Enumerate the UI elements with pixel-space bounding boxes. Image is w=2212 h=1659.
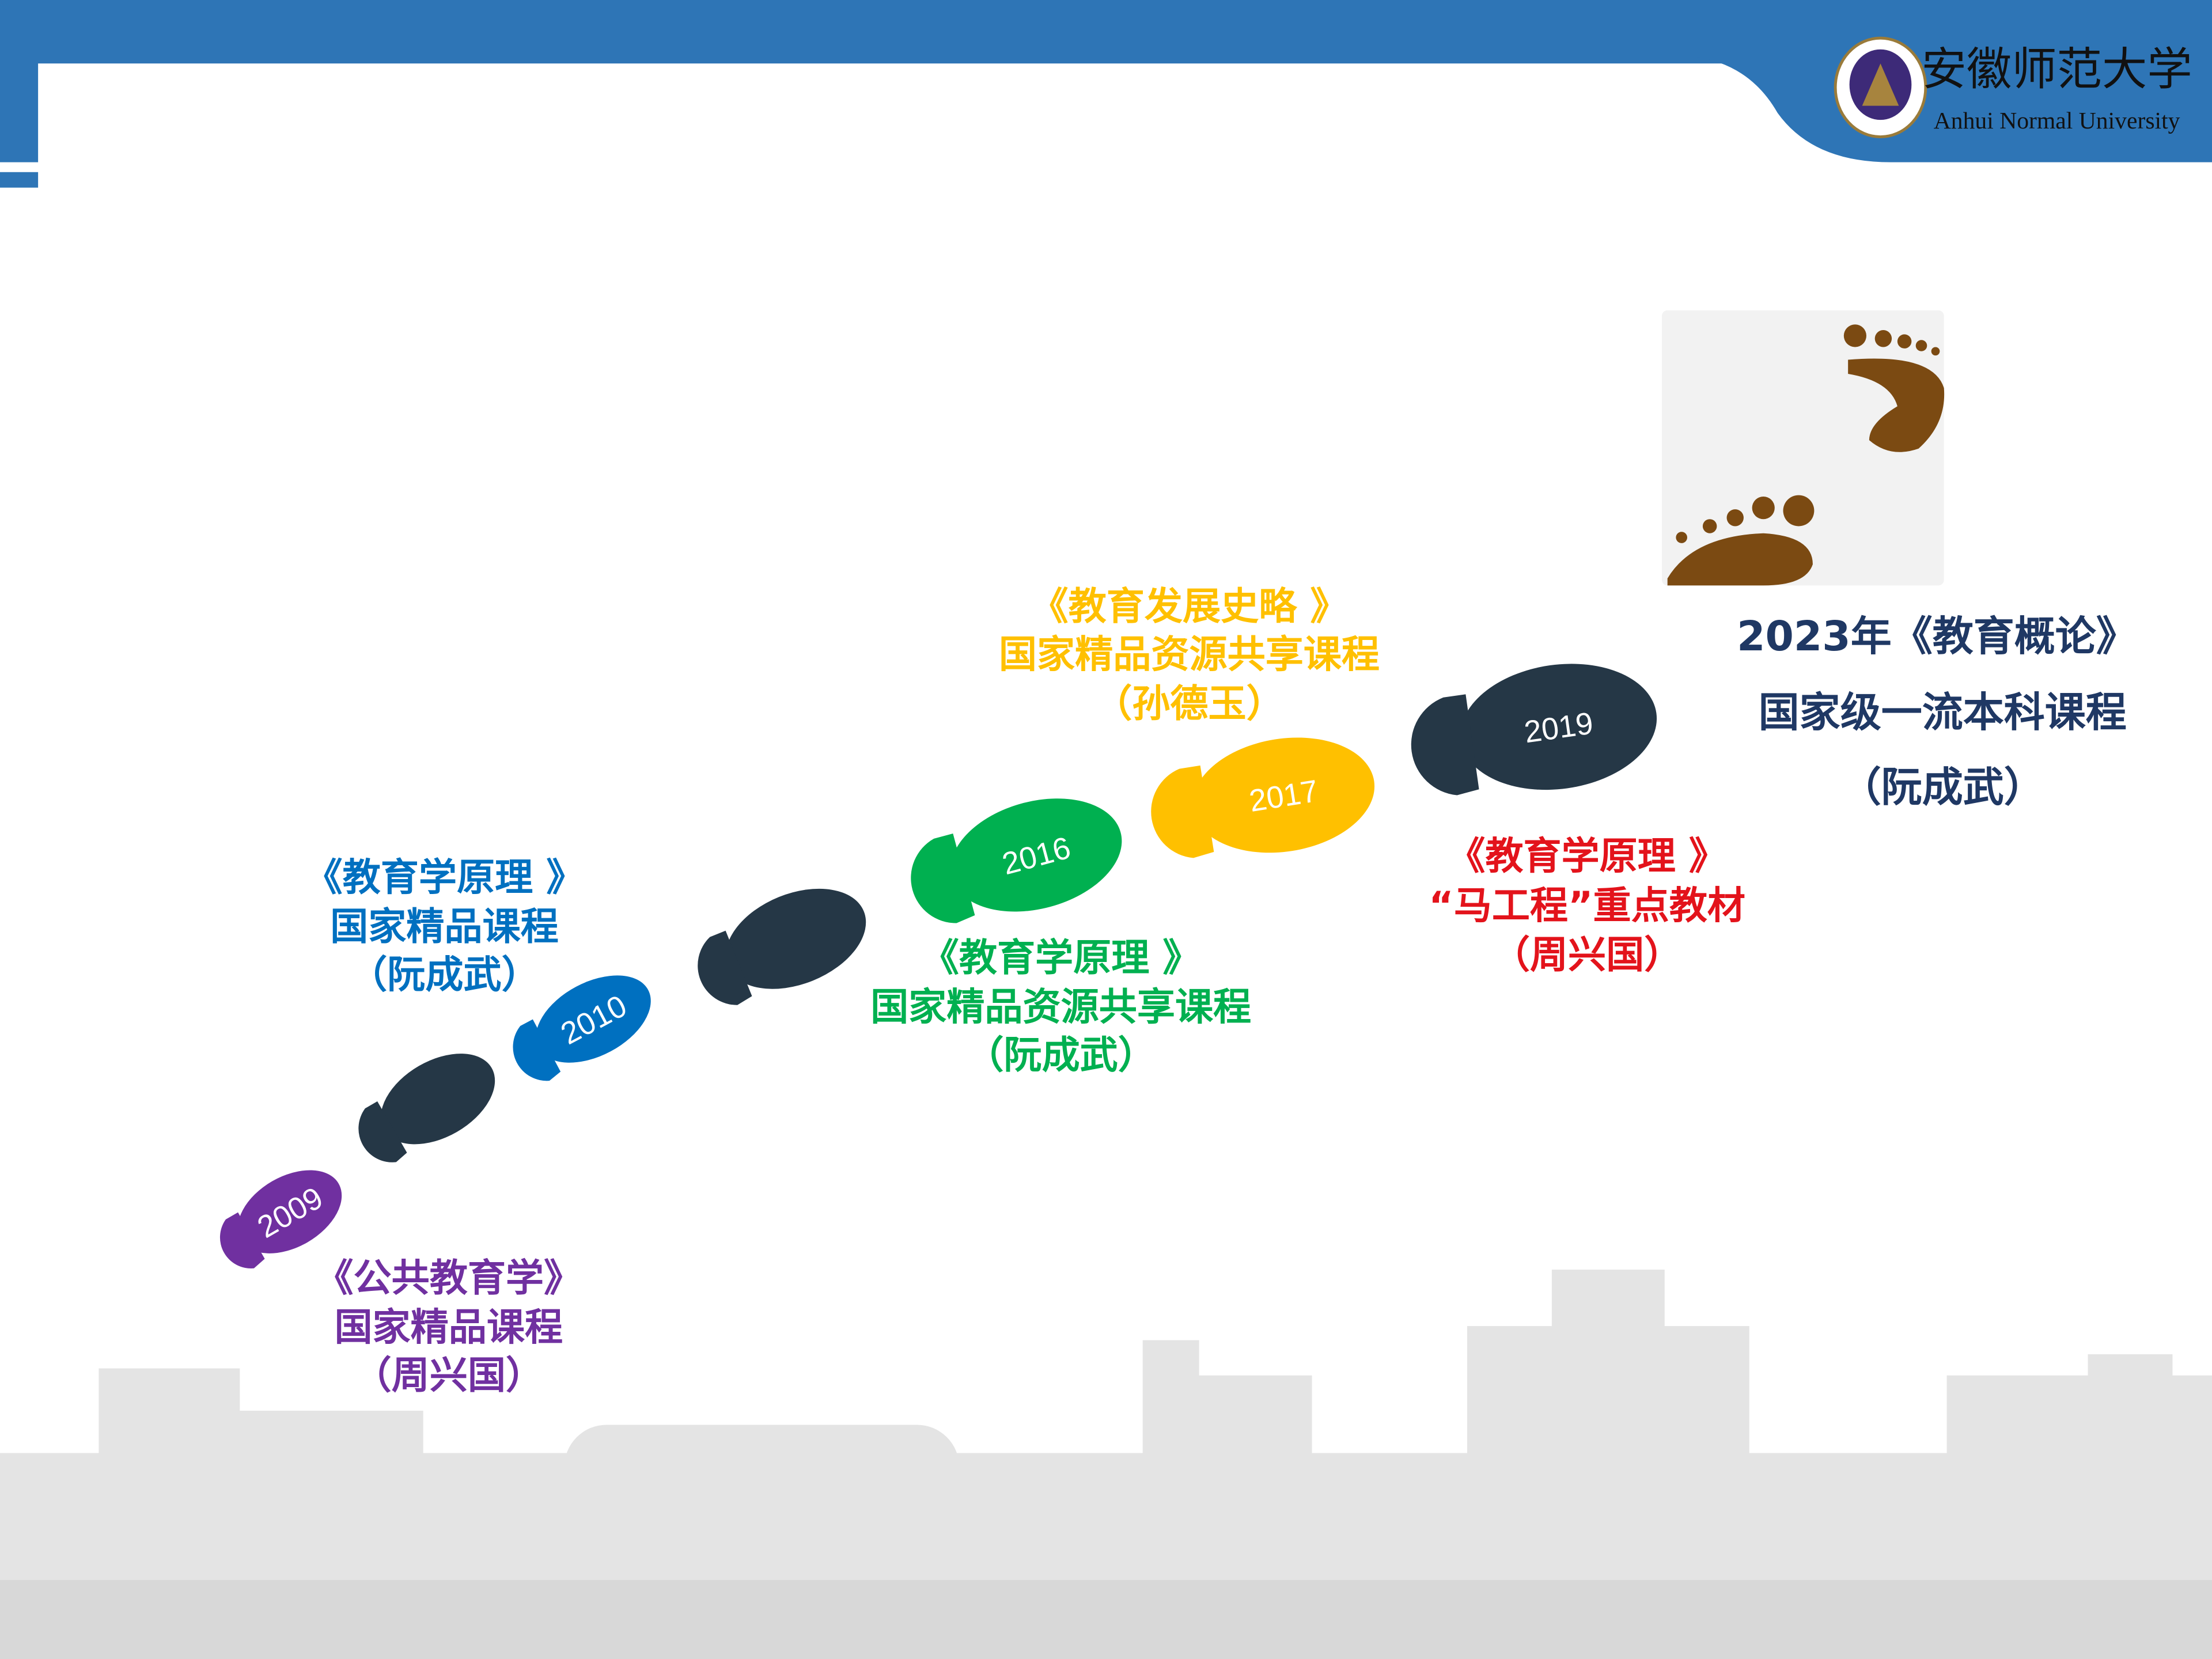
caption-2010: 《教育学原理 》 国家精品课程 （阮成武） [305,855,585,997]
footprint-2010: 2010 [513,975,651,1081]
seal-year: 1928 [1870,109,1891,119]
caption-title: 《教育发展史略 》 [1031,584,1349,628]
caption-author: （阮成武） [965,1033,1156,1077]
footprint-2019: 2019 [1411,664,1657,796]
caption-author: （阮成武） [349,952,540,997]
caption-2009: 《公共教育学》 国家精品课程 （周兴国） [315,1256,582,1397]
university-name-en: Anhui Normal University [1934,108,2180,134]
caption-title: 《教育学原理 》 [921,935,1201,980]
caption-2016: 《教育学原理 》 国家精品资源共享课程 （阮成武） [870,935,1251,1077]
campus-skyline-background [0,1270,2212,1659]
caption-award: 国家精品课程 [330,904,559,949]
caption-award: “马工程”重点教材 [1429,883,1745,927]
caption-award: 国家精品资源共享课程 [999,632,1380,676]
university-name-cn: 安徽师范大学 [1922,43,2192,96]
footprint-plain [358,1054,495,1162]
header-bar [0,0,2212,188]
caption-title: 《教育学原理 》 [305,855,585,899]
caption-2017: 《教育发展史略 》 国家精品资源共享课程 （孙德玉） [999,584,1380,726]
caption-title: 2023年《教育概论》 [1737,612,2137,660]
footprint-plain [698,888,866,1005]
caption-award: 国家精品资源共享课程 [870,985,1251,1029]
caption-2019: 《教育学原理 》 “马工程”重点教材 （周兴国） [1429,834,1745,977]
caption-award: 国家级一流本科课程 [1759,688,2127,736]
caption-author: （周兴国） [1492,933,1683,977]
caption-award: 国家精品课程 [334,1305,563,1350]
university-logo: 1928 安徽师范大学 Anhui Normal University [1834,36,2192,138]
caption-author: （周兴国） [353,1353,544,1397]
caption-title: 《教育学原理 》 [1447,834,1727,878]
caption-author: （阮成武） [1840,763,2045,811]
caption-title: 《公共教育学》 [315,1256,582,1300]
footprint-2009: 2009 [219,1170,342,1268]
footprints-image [1661,310,1945,586]
caption-2023: 2023年《教育概论》 国家级一流本科课程 （阮成武） [1737,612,2137,811]
caption-author: （孙德玉） [1094,681,1285,726]
footprint-2017: 2017 [1151,737,1375,858]
footprint-2016: 2016 [911,798,1122,923]
